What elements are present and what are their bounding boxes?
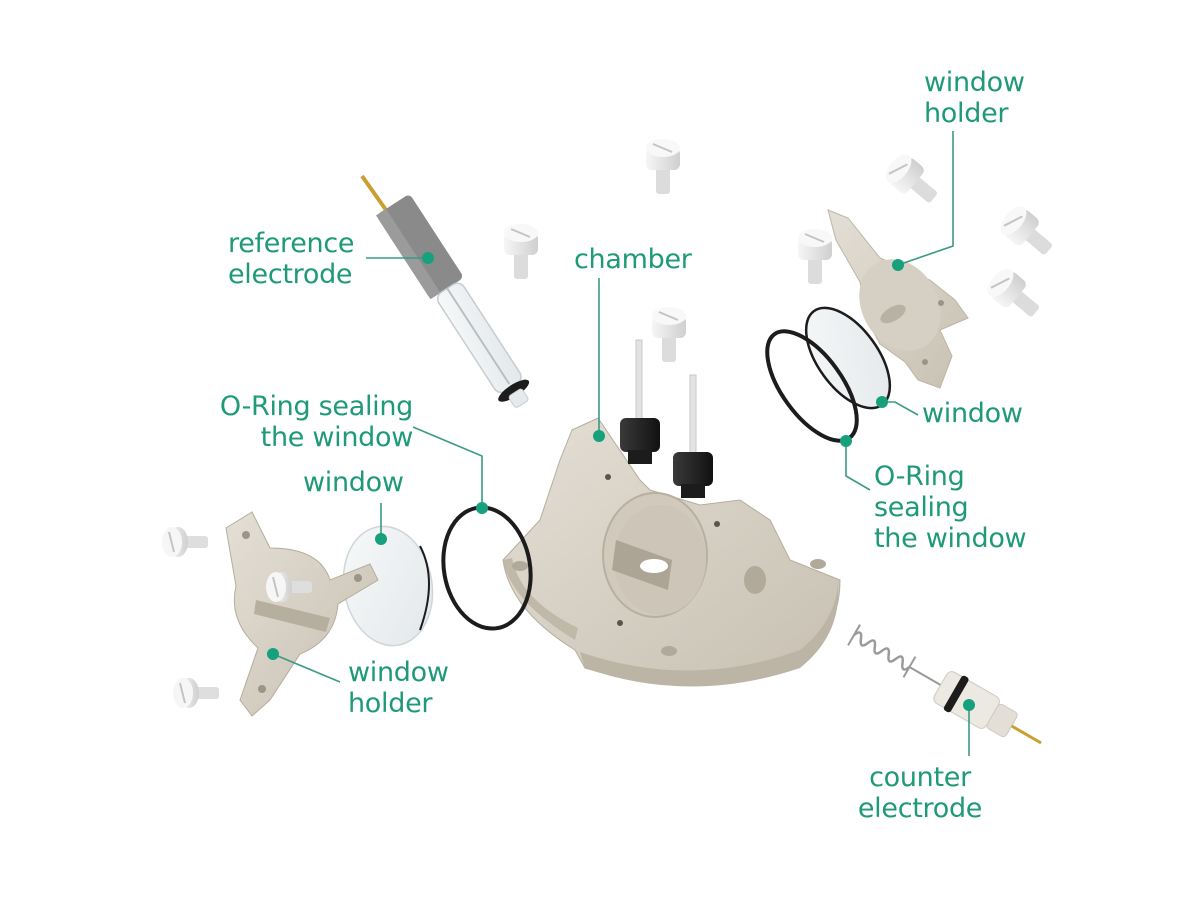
label-line: the window (260, 422, 414, 453)
leader-line-window-holder-right (897, 131, 954, 266)
thumb-screw-top-center (645, 138, 681, 195)
thumb-screw-left-top (161, 526, 209, 558)
leader-line-o-ring-left (412, 426, 483, 508)
label-line: chamber (574, 244, 692, 275)
label-chamber: chamber (574, 244, 692, 275)
leader-dot-o-ring-left (476, 502, 488, 514)
leader-line-o-ring-right (845, 441, 871, 491)
leader-dot-reference-electrode (422, 252, 434, 264)
leader-dot-o-ring-right (840, 435, 852, 447)
label-window-left: window (303, 467, 404, 498)
label-line: electrode (857, 793, 983, 824)
label-window-right: window (922, 398, 1023, 429)
leader-dot-window-holder-left (267, 648, 279, 660)
thumb-screw-left-bottom (172, 677, 220, 709)
label-line: window (924, 67, 1025, 98)
thumb-screw-upper-left (503, 223, 539, 280)
leader-line-window-holder-left (272, 653, 341, 683)
label-line: electrode (228, 259, 353, 290)
label-line: O-Ring (874, 461, 965, 492)
leader-dot-window-left (375, 533, 387, 545)
thumb-screw-chamber-top (651, 306, 687, 363)
counter-electrode-part (847, 624, 1042, 745)
label-line: window (303, 467, 404, 498)
window-holder-right-part (827, 209, 969, 389)
thumb-screw-right-low (981, 262, 1048, 327)
window-holder-left-part (225, 511, 379, 717)
leader-lines (267, 131, 975, 756)
label-line: the window (874, 523, 1027, 554)
label-line: holder (924, 98, 1009, 129)
leader-dot-counter-electrode (963, 699, 975, 711)
thumb-screw-right-holder (797, 228, 833, 285)
chamber-electrode-left (620, 339, 660, 464)
chamber-part (502, 417, 841, 687)
leader-dot-window-holder-right (892, 259, 904, 271)
leader-dot-chamber (593, 430, 605, 442)
thumb-screw-right-mid (994, 200, 1061, 265)
thumb-screw-right-top (879, 148, 946, 213)
chamber-electrode-right (673, 374, 713, 498)
label-line: window (922, 398, 1023, 429)
label-line: holder (348, 688, 433, 719)
leader-dot-window-right (876, 396, 888, 408)
label-line: counter (869, 762, 971, 793)
label-line: O-Ring sealing (219, 391, 413, 422)
label-line: window (348, 657, 449, 688)
reference-electrode-part (360, 174, 530, 408)
label-line: sealing (874, 492, 969, 523)
label-line: reference (228, 228, 355, 259)
